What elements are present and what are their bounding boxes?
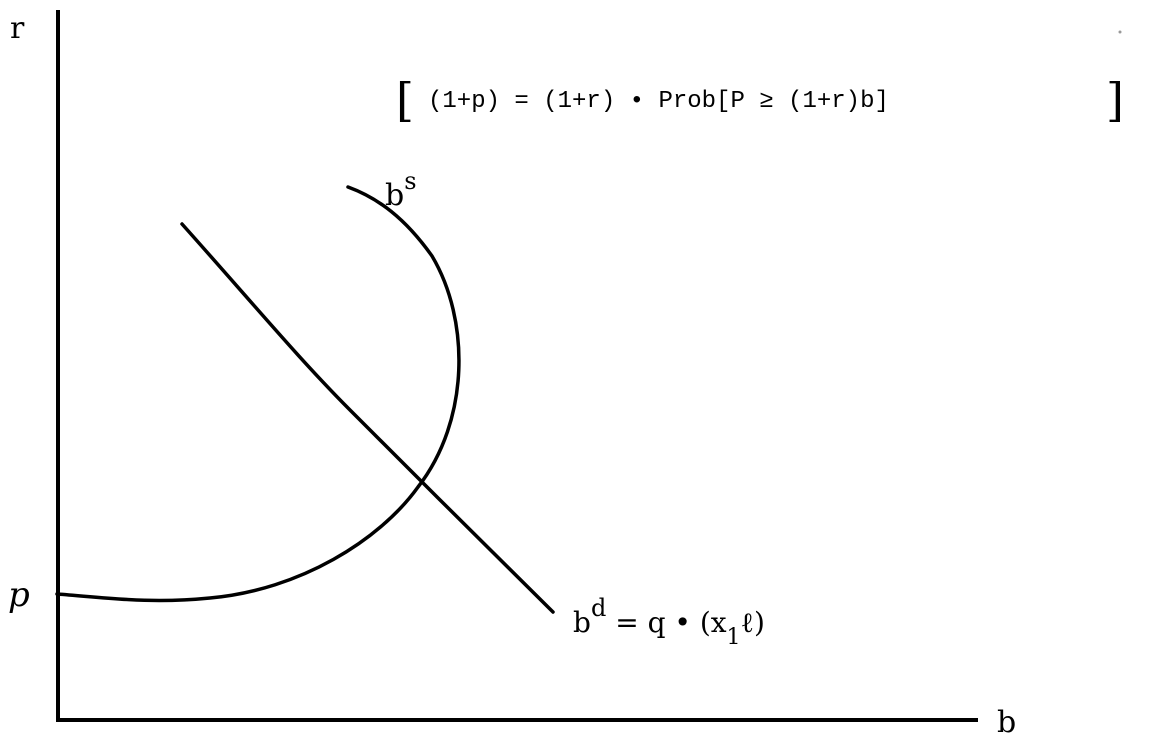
equation-left-bracket: [ bbox=[396, 73, 414, 127]
demand-curve-label-rhs-end: ℓ) bbox=[741, 606, 765, 639]
y-axis-label: r bbox=[10, 11, 25, 46]
intercept-label: p bbox=[8, 575, 30, 615]
demand-curve-label-rhs: = q • (x bbox=[606, 606, 726, 639]
scan-speck bbox=[1118, 30, 1122, 34]
supply-curve-label-superscript: s bbox=[404, 167, 416, 195]
demand-curve-label-superscript: d bbox=[591, 594, 606, 622]
supply-curve-label: bs bbox=[385, 167, 417, 213]
supply-curve bbox=[55, 185, 461, 603]
supply-curve-label-base: b bbox=[385, 178, 404, 213]
demand-curve-label: bd = q • (x1ℓ) bbox=[573, 594, 765, 650]
demand-curve-label-subscript: 1 bbox=[727, 625, 741, 650]
equation-right-bracket: ] bbox=[1106, 73, 1124, 127]
demand-curve bbox=[180, 222, 555, 614]
demand-curve-label-base: b bbox=[573, 606, 591, 639]
x-axis-label: b bbox=[997, 705, 1016, 740]
equation-text: (1+p) = (1+r) • Prob[P ≥ (1+r)b] bbox=[428, 88, 889, 115]
